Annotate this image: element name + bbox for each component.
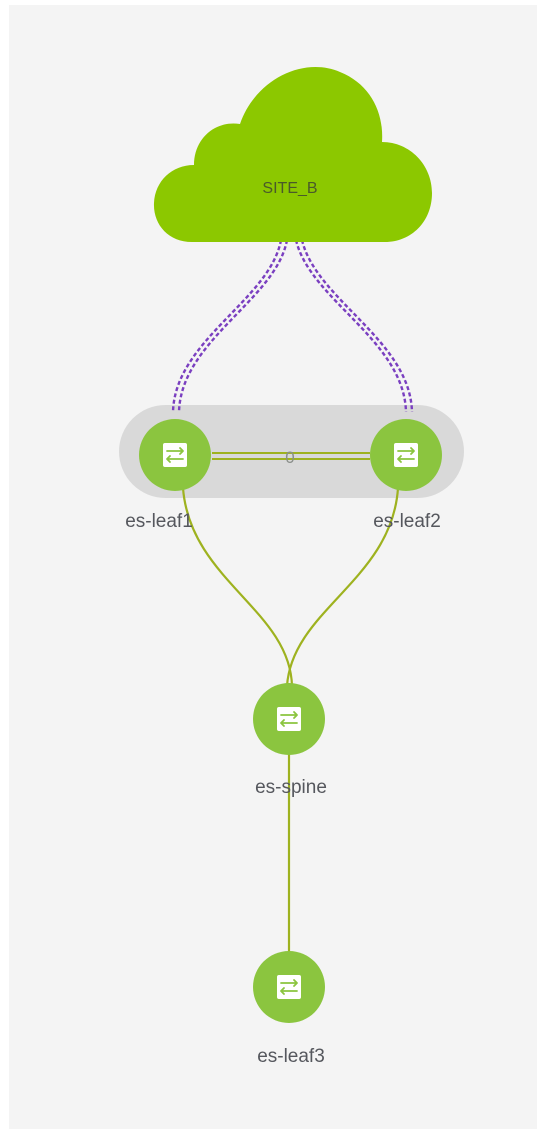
link-leaf1-spine[interactable]: [181, 487, 294, 687]
vpc-peer-link[interactable]: [212, 452, 370, 460]
switch-icon: [276, 706, 302, 732]
node-label-es-leaf3: es-leaf3: [257, 1046, 325, 1067]
node-es-spine[interactable]: [253, 683, 325, 755]
site-cloud[interactable]: SITE_B: [153, 67, 432, 242]
switch-icon: [276, 974, 302, 1000]
vpc-link-count: 0: [285, 448, 294, 467]
wan-link-leaf2[interactable]: [294, 239, 414, 413]
node-label-es-spine: es-spine: [255, 777, 327, 798]
switch-icon: [162, 442, 188, 468]
switch-icon: [393, 442, 419, 468]
cloud-label: SITE_B: [262, 180, 317, 197]
wan-link-leaf1[interactable]: [171, 239, 289, 413]
node-es-leaf2[interactable]: [370, 419, 442, 491]
link-leaf2-spine[interactable]: [285, 487, 400, 687]
node-label-es-leaf1: es-leaf1: [125, 511, 193, 532]
node-es-leaf1[interactable]: [139, 419, 211, 491]
node-label-es-leaf2: es-leaf2: [373, 511, 441, 532]
node-es-leaf3[interactable]: [253, 951, 325, 1023]
